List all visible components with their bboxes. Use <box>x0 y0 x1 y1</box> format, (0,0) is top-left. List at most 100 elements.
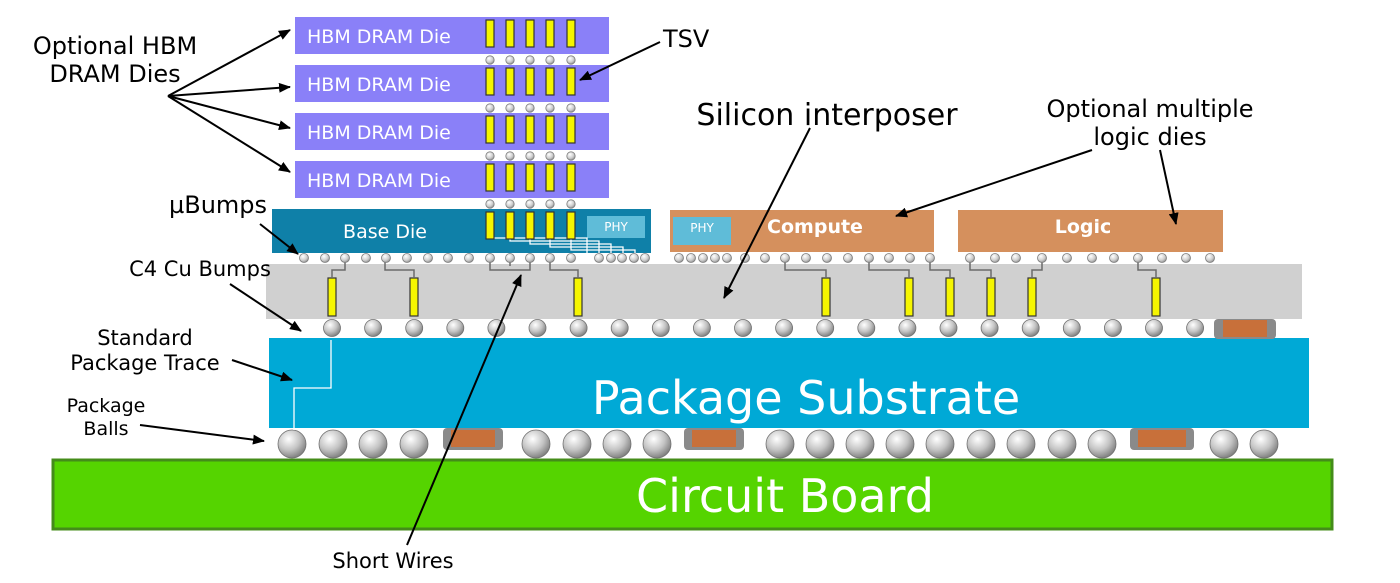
micro-bump <box>566 253 576 263</box>
package-ball <box>521 429 551 459</box>
arrow-tsv <box>579 41 661 81</box>
c4-bump <box>405 319 424 337</box>
c4-bump <box>939 319 958 337</box>
micro-bump <box>710 253 720 263</box>
package-balls-label: Package <box>67 395 146 417</box>
tsv <box>505 67 515 96</box>
c4-bump <box>1021 319 1040 337</box>
tsv <box>545 19 555 48</box>
package-ball <box>966 429 996 459</box>
package-ball <box>925 429 955 459</box>
circuit-board-label: Circuit Board <box>636 469 934 523</box>
micro-bump <box>843 253 853 263</box>
micro-bump <box>299 253 309 263</box>
micro-bump <box>1037 253 1047 263</box>
package-ball <box>1047 429 1077 459</box>
interposer-tsv <box>1151 277 1161 317</box>
hbm-dram-die-label: HBM DRAM Die <box>307 170 451 192</box>
c4-bump <box>651 319 670 337</box>
tsv <box>525 19 535 48</box>
capacitor-body <box>1223 320 1267 337</box>
micro-bump <box>1087 253 1097 263</box>
c4-bump <box>1186 319 1204 337</box>
tsv <box>505 115 515 144</box>
capacitor-body <box>1138 430 1186 447</box>
tsv <box>505 211 515 240</box>
micro-bump <box>566 103 576 113</box>
package-ball <box>562 429 592 459</box>
micro-bump <box>485 199 495 209</box>
micro-bump <box>864 253 874 263</box>
hbm-dram-die <box>295 113 609 150</box>
interposer-tsv <box>945 277 955 317</box>
micro-bump <box>485 151 495 161</box>
tsv <box>505 19 515 48</box>
package-ball <box>765 429 795 459</box>
arrow-standard-trace <box>231 359 293 382</box>
micro-bump <box>629 253 639 263</box>
micro-bump <box>381 253 391 263</box>
standard-trace-label: Package Trace <box>70 351 219 375</box>
micro-bump <box>594 253 604 263</box>
tsv <box>485 115 495 144</box>
capacitor-body <box>692 430 736 447</box>
c4-bump <box>323 319 341 337</box>
arrow-silicon-interposer <box>723 127 811 299</box>
micro-bump <box>485 103 495 113</box>
tsv <box>485 67 495 96</box>
tsv <box>485 19 495 48</box>
base-die-phy <box>587 216 645 238</box>
compute-die-phy <box>673 217 731 245</box>
micro-bump <box>423 253 433 263</box>
interposer-tsv <box>904 277 914 317</box>
micro-bump <box>722 253 732 263</box>
compute-die-phy-label: PHY <box>690 221 714 235</box>
micro-bump <box>801 253 811 263</box>
tsv <box>566 115 576 144</box>
standard-package-trace <box>293 340 332 430</box>
tsv <box>545 163 555 192</box>
micro-bump <box>566 151 576 161</box>
package-ball <box>845 429 875 459</box>
package-ball <box>399 429 429 459</box>
micro-bump <box>1062 253 1072 263</box>
micro-bump <box>320 253 330 263</box>
tsv <box>566 67 576 96</box>
standard-trace-label: Standard <box>97 326 193 350</box>
arrow-hbm-3 <box>167 95 291 131</box>
hbm-dram-die <box>295 161 609 198</box>
package-substrate <box>269 338 1309 428</box>
micro-bump <box>1181 253 1191 263</box>
micro-bump <box>402 253 412 263</box>
logic-die-label: Logic <box>1055 216 1112 238</box>
c4-bump <box>775 319 793 337</box>
micro-bump <box>443 253 453 263</box>
tsv <box>485 163 495 192</box>
micro-bump <box>525 199 535 209</box>
package-ball <box>642 429 672 459</box>
micro-bump <box>822 253 832 263</box>
tsv <box>545 211 555 240</box>
package-ball <box>885 429 915 459</box>
silicon-interposer <box>266 264 1302 319</box>
tsv <box>525 211 535 240</box>
micro-bump <box>617 253 627 263</box>
micro-bump <box>566 55 576 65</box>
base-die-phy-label: PHY <box>604 220 628 234</box>
micro-bump <box>780 253 790 263</box>
c4-bump <box>1104 319 1122 337</box>
c4-bump <box>364 319 383 337</box>
arrow-logic-compute <box>895 149 1093 218</box>
package-ball <box>1249 429 1279 459</box>
micro-bump <box>525 103 535 113</box>
tsv <box>505 163 515 192</box>
hbm-dram-die-label: HBM DRAM Die <box>307 26 451 48</box>
optional-hbm-label: Optional HBM <box>33 32 197 60</box>
micro-bump <box>525 151 535 161</box>
optional-logic-label: Optional multiple <box>1046 95 1253 123</box>
micro-bump <box>545 103 555 113</box>
arrow-hbm-1 <box>167 29 291 97</box>
micro-bump <box>606 253 616 263</box>
capacitor-body <box>451 430 495 447</box>
micro-bump <box>640 253 650 263</box>
